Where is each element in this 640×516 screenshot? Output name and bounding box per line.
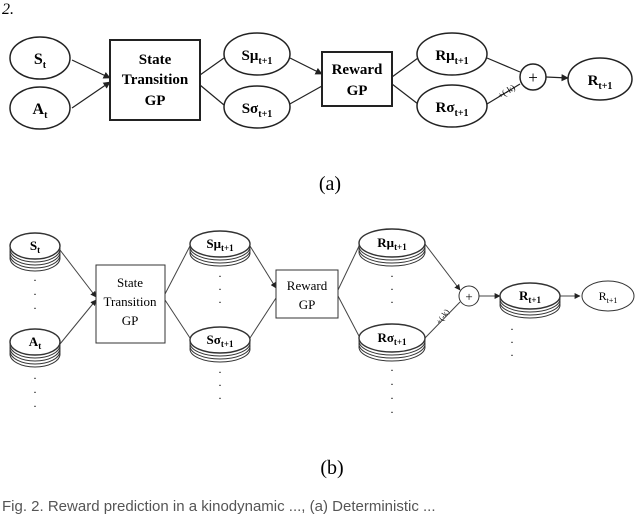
svg-text:·: · [33,399,37,413]
svg-text:·: · [510,348,514,362]
svg-text:Rt+1: Rt+1 [588,73,613,92]
svg-text:At: At [29,334,41,351]
state-mean-node: Sμt+1 [223,32,291,76]
svg-text:·: · [218,378,222,392]
reward-variance-stack: Rσt+1 [358,323,426,362]
svg-text:·: · [218,282,222,296]
svg-text:·: · [510,322,514,336]
state-input-node: St [9,36,71,80]
svg-text:At: At [33,101,49,121]
svg-text:St: St [34,51,47,71]
svg-text:State: State [117,275,143,290]
action-input-stack: At [9,328,61,368]
panel-a-label: (a) [319,173,341,195]
panel-b-label: (b) [320,457,343,479]
sum-node: + [519,63,547,91]
state-transition-gp-box: State Transition GP [95,264,166,344]
svg-text:GP: GP [347,83,368,99]
reward-mean-stack: Rμt+1 [358,228,426,267]
svg-text:·: · [510,335,514,349]
svg-text:·: · [218,365,222,379]
svg-text:·: · [33,287,37,301]
svg-text:Sμt+1: Sμt+1 [206,236,234,253]
svg-text:Reward: Reward [332,62,383,78]
svg-text:·: · [390,269,394,283]
svg-text:·: · [390,363,394,377]
reward-result-stack: Rt+1 [499,282,561,319]
plus-minus-k-label: +(-k) [496,82,517,100]
svg-text:State: State [139,52,172,68]
reward-variance-node: Rσt+1 [416,84,488,128]
svg-text:Rμt+1: Rμt+1 [377,235,407,252]
svg-text:·: · [33,301,37,315]
svg-text:·: · [218,269,222,283]
reward-gp-box: Reward GP [275,269,339,319]
svg-text:St: St [30,238,40,255]
panel-a: St At State Transition GP Sμt+1 Sσt+1 Re… [9,32,633,195]
state-variance-stack: Sσt+1 [189,326,251,363]
plus-minus-k-label: +(-k) [434,307,451,326]
state-mean-stack: Sμt+1 [189,230,251,267]
top-fragment: 2. [2,1,14,18]
svg-text:GP: GP [299,297,316,312]
sum-node: + [458,285,480,307]
svg-text:Rt+1: Rt+1 [519,288,542,305]
reward-result-node: Rt+1 [567,57,633,101]
svg-text:Transition: Transition [122,72,189,88]
svg-text:Sσt+1: Sσt+1 [207,332,234,349]
reward-mean-node: Rμt+1 [416,32,488,76]
state-transition-gp-box: State Transition GP [109,39,201,121]
svg-text:Sσt+1: Sσt+1 [242,101,273,120]
svg-text:·: · [390,282,394,296]
svg-text:Rσt+1: Rσt+1 [377,330,407,347]
figure-caption: Fig. 2. Reward prediction in a kinodynam… [2,498,436,515]
reward-result-node: Rt+1 [581,280,635,312]
panel-b: St · · · At · · · State Transition GP [9,228,635,479]
action-input-node: At [9,86,71,130]
reward-gp-box: Reward GP [321,51,393,107]
svg-text:·: · [33,371,37,385]
svg-text:Transition: Transition [104,294,157,309]
svg-text:·: · [390,377,394,391]
svg-text:·: · [33,273,37,287]
svg-text:+: + [465,289,472,304]
svg-text:·: · [390,405,394,419]
svg-text:Reward: Reward [287,278,328,293]
state-input-stack: St [9,232,61,272]
svg-text:Rμt+1: Rμt+1 [435,48,468,67]
svg-text:Rt+1: Rt+1 [599,289,618,305]
svg-text:·: · [390,295,394,309]
svg-text:GP: GP [145,93,166,109]
state-variance-node: Sσt+1 [223,85,291,129]
svg-text:Sμt+1: Sμt+1 [242,48,273,67]
svg-text:·: · [390,391,394,405]
svg-text:Rσt+1: Rσt+1 [435,100,468,119]
svg-text:·: · [33,385,37,399]
svg-text:·: · [218,391,222,405]
svg-text:GP: GP [122,313,139,328]
svg-text:+: + [528,68,538,87]
svg-text:·: · [218,295,222,309]
